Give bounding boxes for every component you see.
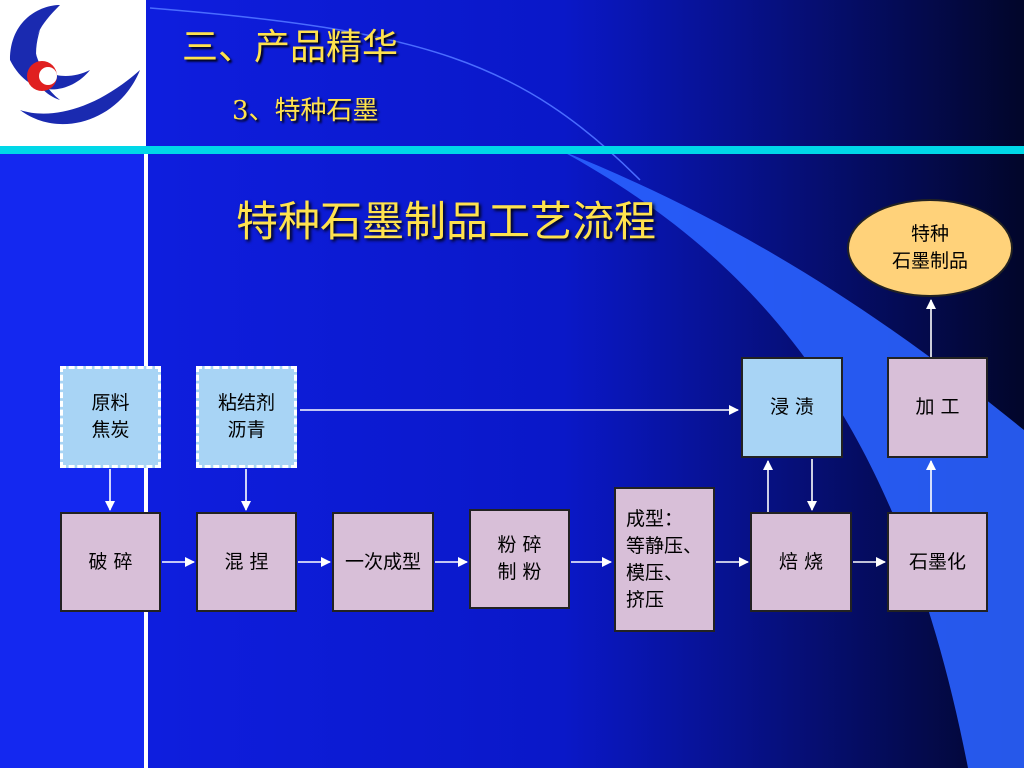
node-crushing: 破 碎: [60, 512, 161, 612]
node-graphitization: 石墨化: [887, 512, 988, 612]
section-title: 三、产品精华: [182, 27, 399, 68]
node-milling: 粉 碎 制 粉: [469, 509, 570, 609]
node-mixing: 混 捏: [196, 512, 297, 612]
node-raw-material: 原料 焦炭: [60, 366, 161, 468]
company-logo: [0, 0, 146, 146]
node-baking: 焙 烧: [750, 512, 852, 612]
node-machining: 加 工: [887, 357, 988, 458]
node-forming: 成型： 等静压、 模压、 挤压: [614, 487, 715, 632]
node-product: 特种 石墨制品: [847, 199, 1013, 297]
diagram-title: 特种石墨制品工艺流程: [236, 197, 657, 246]
node-binder: 粘结剂 沥青: [196, 366, 297, 468]
node-primary-forming: 一次成型: [332, 512, 434, 612]
section-subtitle: 3、特种石墨: [232, 96, 379, 126]
node-impregnation: 浸 渍: [741, 357, 843, 458]
